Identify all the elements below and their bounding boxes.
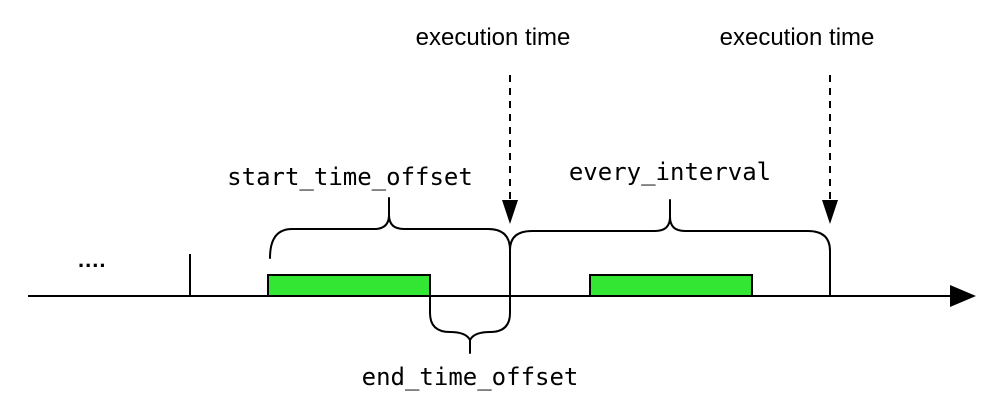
every-interval-brace (509, 216, 831, 252)
execution-time-arrowhead-1-icon (502, 200, 518, 224)
timeline-ellipsis: .... (78, 247, 106, 272)
start-time-offset-brace (269, 214, 511, 259)
timeline-arrowhead-icon (950, 285, 976, 307)
task-execution-bar-2 (589, 274, 753, 297)
start-time-offset-label: start_time_offset (227, 163, 473, 191)
every-interval-label: every_interval (569, 158, 771, 186)
execution-time-label-1: execution time (416, 24, 571, 51)
end-time-offset-brace (429, 248, 511, 341)
execution-time-arrowhead-2-icon (822, 200, 838, 224)
end-time-offset-label: end_time_offset (362, 363, 579, 391)
execution-time-label-2: execution time (720, 24, 875, 51)
task-execution-bar-1 (267, 274, 431, 297)
